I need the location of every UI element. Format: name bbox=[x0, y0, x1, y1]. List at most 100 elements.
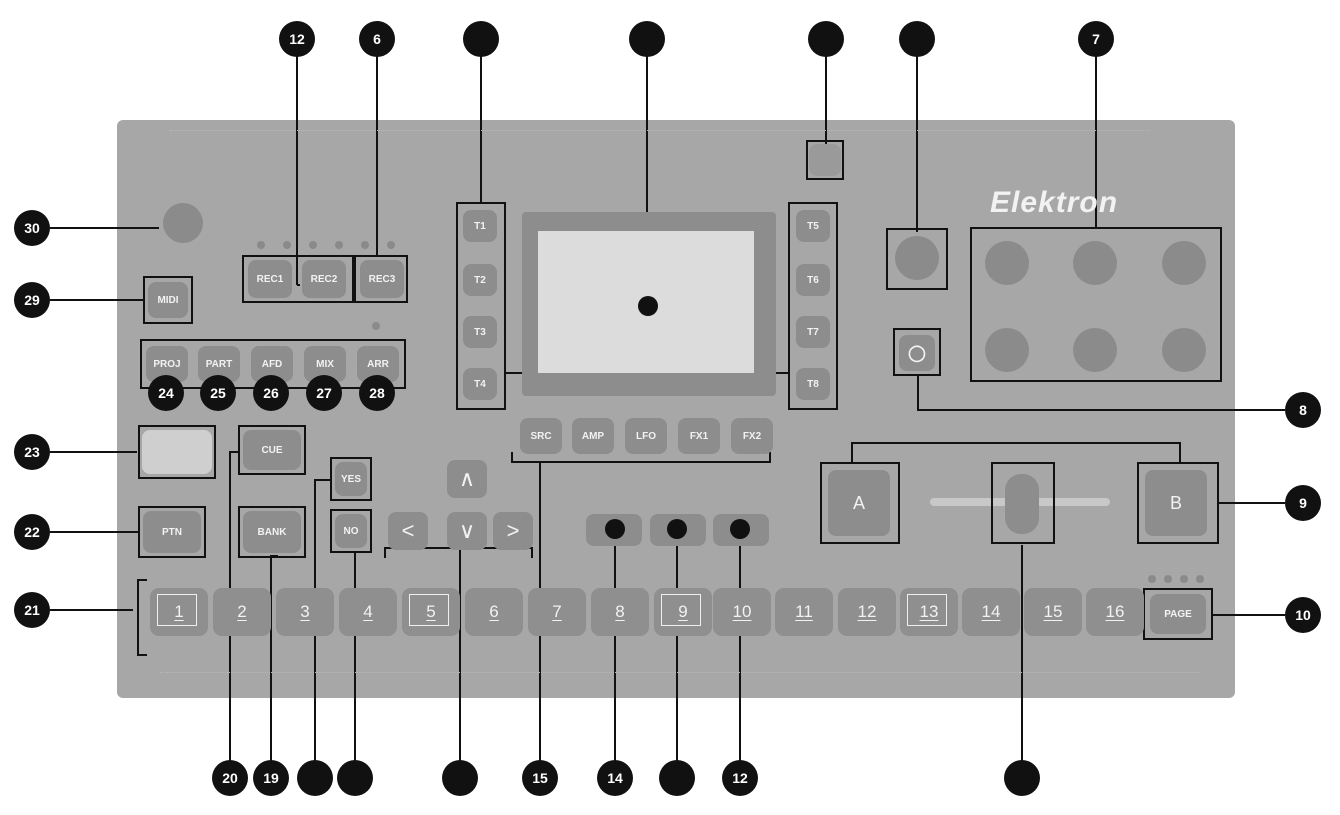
led-d bbox=[335, 241, 343, 249]
fx1-button[interactable]: FX1 bbox=[678, 418, 720, 454]
trig-key-1[interactable]: 1 bbox=[150, 588, 208, 636]
midi-button[interactable]: MIDI bbox=[148, 282, 188, 318]
crossfader-handle[interactable] bbox=[1005, 474, 1039, 534]
callout-24: 24 bbox=[148, 375, 184, 411]
cue-highlight bbox=[238, 425, 306, 475]
data-knob-a[interactable] bbox=[985, 241, 1029, 285]
data-knobs-highlight bbox=[970, 227, 1222, 382]
trig-key-16[interactable]: 16 bbox=[1086, 588, 1144, 636]
data-knob-d[interactable] bbox=[985, 328, 1029, 372]
data-knob-e[interactable] bbox=[1073, 328, 1117, 372]
src-button[interactable]: SRC bbox=[520, 418, 562, 454]
play-button[interactable] bbox=[142, 430, 212, 474]
callout-tracks bbox=[463, 21, 499, 57]
rec2-button[interactable]: REC2 bbox=[302, 260, 346, 298]
no-highlight bbox=[330, 509, 372, 553]
trig-key-11[interactable]: 11 bbox=[775, 588, 833, 636]
callout-26: 26 bbox=[253, 375, 289, 411]
callout-yes bbox=[297, 760, 333, 796]
scene-b-highlight bbox=[1137, 462, 1219, 544]
data-knob-f[interactable] bbox=[1162, 328, 1206, 372]
trig-key-4[interactable]: 4 bbox=[339, 588, 397, 636]
level-data-knob[interactable] bbox=[895, 236, 939, 280]
yes-button[interactable]: YES bbox=[335, 462, 367, 496]
trig-key-6[interactable]: 6 bbox=[465, 588, 523, 636]
callout-22: 22 bbox=[14, 514, 50, 550]
page-led-2 bbox=[1164, 575, 1172, 583]
fx2-button[interactable]: FX2 bbox=[731, 418, 773, 454]
tracks-5-8-highlight bbox=[788, 202, 838, 410]
tempo-highlight bbox=[893, 328, 941, 376]
track-3-button[interactable]: T3 bbox=[463, 316, 497, 348]
screen-dot bbox=[638, 296, 658, 316]
amp-button[interactable]: AMP bbox=[572, 418, 614, 454]
elektron-logo: Elektron bbox=[990, 186, 1119, 219]
callout-20: 20 bbox=[212, 760, 248, 796]
callout-9: 9 bbox=[1285, 485, 1321, 521]
no-button[interactable]: NO bbox=[335, 514, 367, 548]
track-4-button[interactable]: T4 bbox=[463, 368, 497, 400]
callout-10: 10 bbox=[1285, 597, 1321, 633]
data-knob-b[interactable] bbox=[1073, 241, 1117, 285]
callout-6: 6 bbox=[359, 21, 395, 57]
callout-arrows bbox=[442, 760, 478, 796]
rec12-highlight bbox=[242, 255, 354, 303]
page-button[interactable]: PAGE bbox=[1150, 594, 1206, 634]
arrow-down-button[interactable]: ∨ bbox=[447, 512, 487, 550]
panel-top-label-row bbox=[170, 130, 1150, 141]
midi-highlight bbox=[143, 276, 193, 324]
arrow-up-button[interactable]: ∧ bbox=[447, 460, 487, 498]
track-2-button[interactable]: T2 bbox=[463, 264, 497, 296]
power-led-button[interactable] bbox=[809, 144, 841, 176]
bank-button[interactable]: BANK bbox=[243, 511, 301, 553]
callout-play bbox=[659, 760, 695, 796]
page-led-3 bbox=[1180, 575, 1188, 583]
callout-8: 8 bbox=[1285, 392, 1321, 428]
trig-key-7[interactable]: 7 bbox=[528, 588, 586, 636]
track-7-button[interactable]: T7 bbox=[796, 316, 830, 348]
arrow-right-button[interactable]: > bbox=[493, 512, 533, 550]
play-dot bbox=[667, 519, 687, 539]
callout-28: 28 bbox=[359, 375, 395, 411]
ptn-button[interactable]: PTN bbox=[143, 511, 201, 553]
track-1-button[interactable]: T1 bbox=[463, 210, 497, 242]
trig-key-5[interactable]: 5 bbox=[402, 588, 460, 636]
callout-30: 30 bbox=[14, 210, 50, 246]
track-6-button[interactable]: T6 bbox=[796, 264, 830, 296]
trig-key-13[interactable]: 13 bbox=[900, 588, 958, 636]
play-highlight bbox=[138, 425, 216, 479]
tempo-button[interactable]: ◯ bbox=[899, 335, 935, 371]
callout-14: 14 bbox=[597, 760, 633, 796]
trig-key-12[interactable]: 12 bbox=[838, 588, 896, 636]
lfo-button[interactable]: LFO bbox=[625, 418, 667, 454]
ptn-highlight bbox=[138, 506, 206, 558]
scene-a-button[interactable]: A bbox=[828, 470, 890, 536]
stop-dot bbox=[730, 519, 750, 539]
record-dot bbox=[605, 519, 625, 539]
callout-25: 25 bbox=[200, 375, 236, 411]
rec3-button[interactable]: REC3 bbox=[360, 260, 404, 298]
rec1-button[interactable]: REC1 bbox=[248, 260, 292, 298]
callout-15: 15 bbox=[522, 760, 558, 796]
power-led-highlight bbox=[806, 140, 844, 180]
page-led-4 bbox=[1196, 575, 1204, 583]
trig-key-14[interactable]: 14 bbox=[962, 588, 1020, 636]
callout-21: 21 bbox=[14, 592, 50, 628]
cue-button[interactable]: CUE bbox=[243, 430, 301, 470]
callout-27: 27 bbox=[306, 375, 342, 411]
scene-b-button[interactable]: B bbox=[1145, 470, 1207, 536]
data-knob-c[interactable] bbox=[1162, 241, 1206, 285]
trig-key-9[interactable]: 9 bbox=[654, 588, 712, 636]
track-5-button[interactable]: T5 bbox=[796, 210, 830, 242]
led-e bbox=[361, 241, 369, 249]
callout-no bbox=[337, 760, 373, 796]
trig-key-8[interactable]: 8 bbox=[591, 588, 649, 636]
trig-key-2[interactable]: 2 bbox=[213, 588, 271, 636]
track-8-button[interactable]: T8 bbox=[796, 368, 830, 400]
yes-highlight bbox=[330, 457, 372, 501]
headphone-volume-knob[interactable] bbox=[163, 203, 203, 243]
trig-key-15[interactable]: 15 bbox=[1024, 588, 1082, 636]
trig-key-3[interactable]: 3 bbox=[276, 588, 334, 636]
arrow-left-button[interactable]: < bbox=[388, 512, 428, 550]
trig-key-10[interactable]: 10 bbox=[713, 588, 771, 636]
